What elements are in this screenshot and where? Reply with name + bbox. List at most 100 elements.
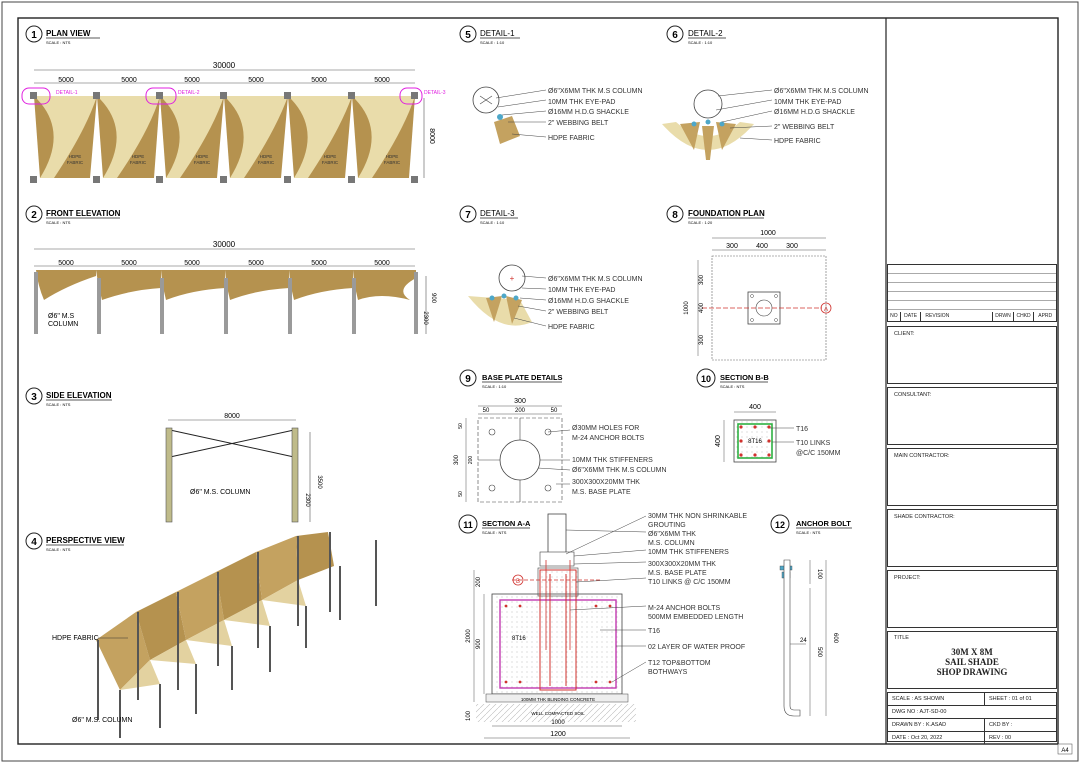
view-title: ANCHOR BOLT xyxy=(796,519,851,528)
title-label: TITLE xyxy=(894,635,909,641)
note: BOTHWAYS xyxy=(648,669,688,676)
dim-width: 1000 xyxy=(551,720,565,726)
view-number: 10 xyxy=(701,374,711,384)
consultant-box: CONSULTANT: xyxy=(887,387,1057,445)
soil-label: WELL COMPACTED SOIL xyxy=(531,711,585,716)
column-label: Ø6" M.S. COLUMN xyxy=(190,489,250,496)
dim-part: 50 xyxy=(483,408,490,414)
rev-header: DATE xyxy=(901,312,922,321)
note: Ø6"X6MM THK xyxy=(648,531,696,538)
dim-height: 2300 xyxy=(422,311,428,325)
detail-callout-2 xyxy=(145,87,177,105)
detail-callout-label-3: DETAIL-3 xyxy=(424,90,446,96)
dim-width: 8000 xyxy=(428,128,435,144)
view-number: 6 xyxy=(672,30,678,41)
svg-text:+: + xyxy=(510,274,515,283)
date-label: DATE : xyxy=(892,735,910,741)
note: Ø6"X6MM THK M.S COLUMN xyxy=(774,88,869,95)
view-foundation-plan: 8 FOUNDATION PLAN SCALE : 1:20 1000 300 … xyxy=(666,205,832,361)
rev-header: CHKD xyxy=(1014,312,1035,321)
view-number: 8 xyxy=(672,210,678,221)
soil xyxy=(476,704,636,722)
dim-height: 200 xyxy=(476,576,482,587)
dim-left: 400 xyxy=(699,302,705,313)
dim-top: 1000 xyxy=(760,230,776,237)
dim-bay-5: 5000 xyxy=(311,77,327,84)
dim-width: 1200 xyxy=(550,731,566,738)
note: M-24 ANCHOR BOLTS xyxy=(572,435,645,442)
rev-value: 00 xyxy=(1004,735,1012,741)
detail-callout-label-1: DETAIL-1 xyxy=(56,90,78,96)
view-number: 5 xyxy=(465,30,471,41)
scale-value: AS SHOWN xyxy=(914,696,945,702)
fabric-label: HDPE xyxy=(69,154,82,159)
dim-width: 8000 xyxy=(224,413,240,420)
dim-part: 300 xyxy=(786,243,798,250)
fabric-label: HDPE xyxy=(132,154,145,159)
dim-height: 100 xyxy=(466,710,472,721)
rev-header: APRD xyxy=(1038,313,1053,319)
view-title: SECTION A-A xyxy=(482,519,531,528)
note: 300X300X20MM THK xyxy=(648,561,716,568)
note: T10 LINKS @ C/C 150MM xyxy=(648,579,731,586)
shade-contractor-label: SHADE CONTRACTOR: xyxy=(894,514,955,520)
fabric-label: HDPE xyxy=(386,154,399,159)
view-number-bubble xyxy=(25,25,43,43)
dim-overall: 30000 xyxy=(213,240,236,249)
view-section-bb: 10 SECTION B-B SCALE : NTS 400 8T16 400 … xyxy=(696,368,841,463)
dim-height: 2000 xyxy=(466,629,472,643)
fabric-label: FABRIC xyxy=(67,160,84,165)
dim-height: 900 xyxy=(430,293,436,304)
view-scale: SCALE : 1:10 xyxy=(688,40,713,45)
note: Ø16MM H.D.G SHACKLE xyxy=(548,298,629,305)
fabric-label: FABRIC xyxy=(194,160,211,165)
view-title: SECTION B-B xyxy=(720,373,769,382)
note: 10MM THK STIFFENERS xyxy=(648,549,729,556)
dim-thread: 100 xyxy=(816,569,822,580)
project-label: PROJECT: xyxy=(894,575,921,581)
fabric-label: HDPE xyxy=(260,154,273,159)
dim-bay-2: 5000 xyxy=(121,77,137,84)
dim-overall: 30000 xyxy=(213,61,236,70)
fabric-label: HDPE xyxy=(324,154,337,159)
view-title: DETAIL-3 xyxy=(480,209,515,218)
dim-bay-3: 5000 xyxy=(184,77,200,84)
view-scale: SCALE : NTS xyxy=(46,220,71,225)
note: 30MM THK NON SHRINKABLE xyxy=(648,513,747,520)
title-box: TITLE 30M X 8M SAIL SHADE SHOP DRAWING xyxy=(887,631,1057,689)
view-title: SIDE ELEVATION xyxy=(46,391,112,400)
ckd-label: CKD BY : xyxy=(989,722,1013,728)
fabric-label: HDPE xyxy=(196,154,209,159)
shade-contractor-box: SHADE CONTRACTOR: xyxy=(887,509,1057,567)
dim-bay-2: 5000 xyxy=(121,260,137,267)
note: Ø16MM H.D.G SHACKLE xyxy=(548,109,629,116)
plan-columns xyxy=(30,92,418,183)
note: M-24 ANCHOR BOLTS xyxy=(648,605,721,612)
date-value: Oct 20, 2022 xyxy=(910,735,943,741)
fabric-label: FABRIC xyxy=(384,160,401,165)
drawing-title-line: 30M X 8M xyxy=(951,647,993,657)
dim-width: 400 xyxy=(749,404,761,411)
view-title: PLAN VIEW xyxy=(46,29,91,38)
perspective-columns xyxy=(97,532,377,738)
view-scale: SCALE : 1:10 xyxy=(480,40,505,45)
column-label: Ø6" M.S xyxy=(48,313,75,320)
view-plan: 1 PLAN VIEW SCALE : NTS 30000 5000 5000 … xyxy=(21,25,446,183)
view-number: 12 xyxy=(775,520,785,530)
dim-height: 3500 xyxy=(316,475,322,489)
inner-border xyxy=(17,17,1059,745)
dim-part: 50 xyxy=(551,408,558,414)
fabric-label: FABRIC xyxy=(130,160,147,165)
dim-left: 50 xyxy=(458,423,464,429)
detail-callout-3 xyxy=(399,87,423,105)
note: 300X300X20MM THK xyxy=(572,479,640,486)
dim-part: 200 xyxy=(515,408,526,414)
dim-part: 400 xyxy=(756,243,768,250)
view-detail-1: 5 DETAIL-1 SCALE : 1:10 Ø6"X6MM THK M.S … xyxy=(459,25,643,144)
view-side-elevation: 3 SIDE ELEVATION SCALE : NTS 8000 Ø6" M.… xyxy=(25,387,322,523)
view-scale: SCALE : NTS xyxy=(482,530,507,535)
note: 2" WEBBING BELT xyxy=(548,120,609,127)
note: 10MM THK EYE-PAD xyxy=(548,99,615,106)
drawing-title-line: SHOP DRAWING xyxy=(936,667,1008,677)
dwg-label: DWG NO : xyxy=(892,709,919,715)
